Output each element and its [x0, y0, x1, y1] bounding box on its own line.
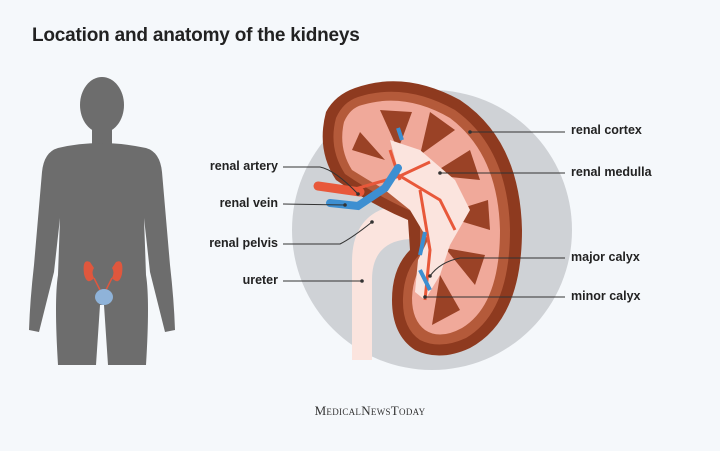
renal-artery-shape	[317, 149, 457, 301]
kidney-left-icon	[83, 261, 94, 282]
label-minor-calyx: minor calyx	[571, 289, 641, 303]
diagram-title: Location and anatomy of the kidneys	[32, 25, 360, 46]
label-ureter: ureter	[242, 273, 278, 287]
label-renal-cortex: renal cortex	[571, 123, 642, 137]
label-major-calyx: major calyx	[571, 250, 640, 264]
label-renal-artery: renal artery	[209, 159, 278, 173]
brand-logo: MedicalNewsToday	[314, 403, 426, 418]
ureter-shape	[352, 205, 430, 360]
label-renal-pelvis: renal pelvis	[209, 236, 278, 250]
label-renal-vein: renal vein	[219, 196, 278, 210]
kidney-right-icon	[112, 261, 123, 282]
human-silhouette	[29, 77, 175, 365]
leader-lines	[282, 131, 565, 298]
label-renal-medulla: renal medulla	[571, 165, 652, 179]
bladder-icon	[95, 289, 113, 305]
